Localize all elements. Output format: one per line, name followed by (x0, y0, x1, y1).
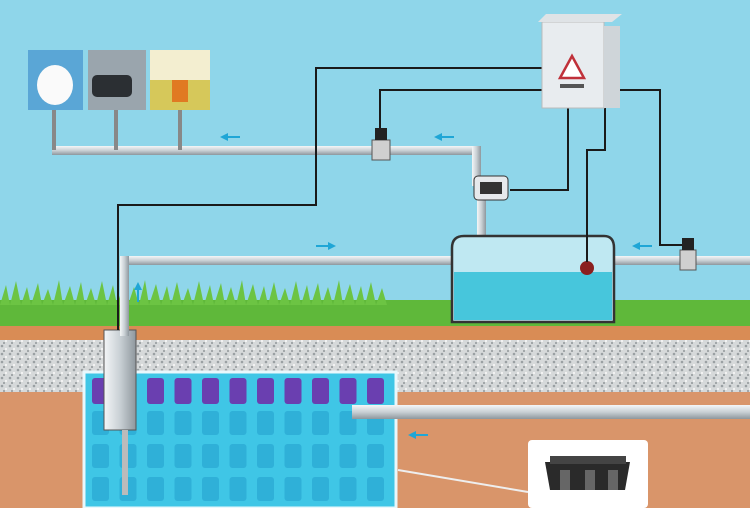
module-cell (339, 444, 357, 468)
pump-rod (122, 430, 128, 495)
module-cell (202, 411, 219, 435)
sky (0, 0, 750, 330)
module-cell (284, 444, 302, 468)
module-cell (92, 477, 109, 501)
arrow-left-icon (220, 133, 240, 141)
module-cell (367, 477, 384, 501)
module-cell (229, 477, 247, 501)
filter-tank (450, 234, 616, 324)
topsoil-layer (0, 326, 750, 340)
module-cell (312, 411, 329, 435)
overflow-pipe (352, 405, 750, 419)
arrow-right-icon (316, 242, 336, 250)
warning-icon (557, 53, 587, 80)
module-cell (147, 411, 164, 435)
module-cell (174, 444, 192, 468)
module-cell (284, 411, 302, 435)
module-cell (174, 411, 192, 435)
module-cell (339, 378, 357, 404)
module-cell (339, 477, 357, 501)
module-cell (312, 378, 329, 404)
flow-arrows (134, 133, 652, 439)
module-cell (229, 444, 247, 468)
module-cell (257, 444, 274, 468)
float-switch (580, 261, 594, 275)
module-cell (367, 378, 384, 404)
module-cell (174, 477, 192, 501)
module-cell (147, 477, 164, 501)
module-cell (312, 444, 329, 468)
module-cell (202, 378, 219, 404)
control-wires (117, 67, 682, 330)
pump (473, 175, 509, 201)
module-cell (147, 378, 164, 404)
module-cell (312, 477, 329, 501)
solenoid-valve (371, 128, 391, 161)
module-cell (257, 378, 274, 404)
arrow-up-icon (134, 282, 142, 302)
solenoid-valve-inlet (679, 238, 697, 271)
module-cell (257, 411, 274, 435)
module-cell (92, 444, 109, 468)
car-wash-photo (88, 50, 146, 110)
module-cell (147, 444, 164, 468)
module-cell (284, 477, 302, 501)
module-cell (202, 444, 219, 468)
module-cell (257, 477, 274, 501)
module-cell (202, 477, 219, 501)
module-cell (284, 378, 302, 404)
toilet-photo (28, 50, 83, 110)
module-cell (367, 444, 384, 468)
control-box (538, 14, 622, 109)
module-cell (229, 378, 247, 404)
arrow-left-icon (408, 431, 428, 439)
module-cell (174, 378, 192, 404)
arrow-left-icon (434, 133, 454, 141)
submersible-pump (103, 329, 137, 431)
module-cell (229, 411, 247, 435)
sprinkler-photo (150, 50, 210, 110)
arrow-left-icon (632, 242, 652, 250)
storage-module-unit (397, 440, 648, 508)
